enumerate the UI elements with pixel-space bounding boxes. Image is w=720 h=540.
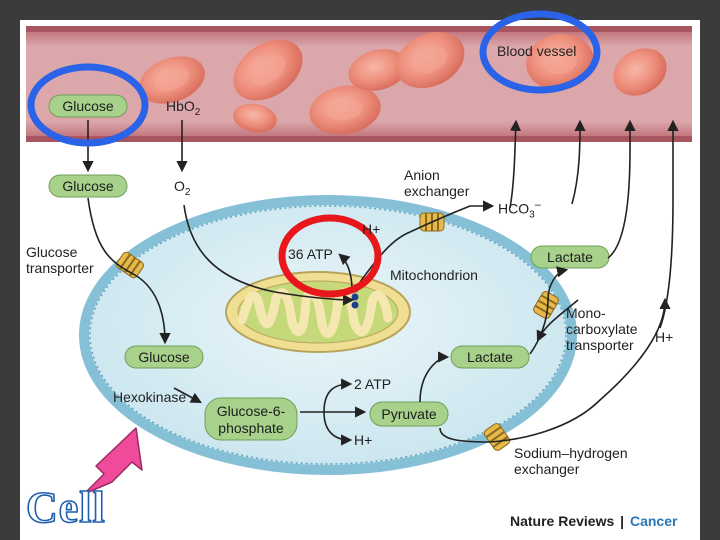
pill-g6p	[204, 397, 298, 441]
nhe-label-2: exchanger	[514, 461, 580, 477]
red-circle-atp	[278, 214, 382, 298]
publisher-credit: Nature Reviews | Cancer	[510, 513, 677, 529]
pill-pyruvate	[369, 401, 449, 427]
pyruvate-label: Pyruvate	[381, 406, 437, 422]
hbo2-label: HbO2	[166, 98, 201, 118]
glucose-cell-label: Glucose	[138, 349, 190, 365]
o2-label: O2	[174, 178, 191, 198]
atp-2-label: 2 ATP	[354, 376, 392, 392]
nhe-label-1: Sodium–hydrogen	[514, 445, 628, 461]
h-out-label: H+	[655, 329, 674, 345]
publisher-name: Nature Reviews	[510, 513, 615, 529]
anion-exchanger-label-2: exchanger	[404, 183, 470, 199]
glucose-vessel-label: Glucose	[62, 98, 114, 114]
mct-label-1: Mono-	[566, 305, 606, 321]
highlight-annotations	[27, 10, 601, 298]
g6p-label-1: Glucose-6-	[216, 403, 286, 419]
publisher-separator: |	[620, 513, 625, 529]
lactate-cell-label: Lactate	[467, 349, 513, 365]
hco3-label: HCO3–	[498, 199, 541, 221]
pointer-arrow	[83, 427, 143, 495]
mct-label-2: carboxylate	[566, 321, 638, 337]
glucose-interstitial-label: Glucose	[62, 178, 114, 194]
blue-circle-glucose	[27, 63, 149, 147]
atp-36-label: 36 ATP	[288, 246, 333, 262]
mct-label-3: transporter	[566, 337, 634, 353]
cell-annotation: Cell	[25, 483, 106, 533]
glucose-transporter-label-2: transporter	[26, 260, 94, 276]
lactate-out-label: Lactate	[547, 249, 593, 265]
mitochondrion-label: Mitochondrion	[390, 267, 478, 283]
pathway-arrows	[82, 119, 679, 446]
blood-vessel-label: Blood vessel	[497, 43, 577, 59]
metabolite-pills	[48, 94, 610, 441]
h-top-label: H+	[362, 221, 381, 237]
pill-glucose-vessel	[48, 94, 128, 118]
pill-lactate-cell	[450, 345, 530, 369]
anion-exchanger-label-1: Anion	[404, 167, 440, 183]
red-blood-cells	[139, 31, 667, 135]
h-in-label: H+	[354, 432, 373, 448]
mitochondrion	[225, 271, 411, 353]
pill-glucose-cell	[124, 345, 204, 369]
journal-name: Cancer	[629, 513, 678, 529]
blue-circle-blood-vessel	[479, 10, 601, 94]
hexokinase-label: Hexokinase	[113, 389, 187, 405]
g6p-label-2: phosphate	[218, 420, 284, 436]
glucose-transporter-label-1: Glucose	[26, 244, 78, 260]
pill-glucose-interstitial	[48, 174, 128, 198]
membrane-transporters	[116, 212, 559, 451]
